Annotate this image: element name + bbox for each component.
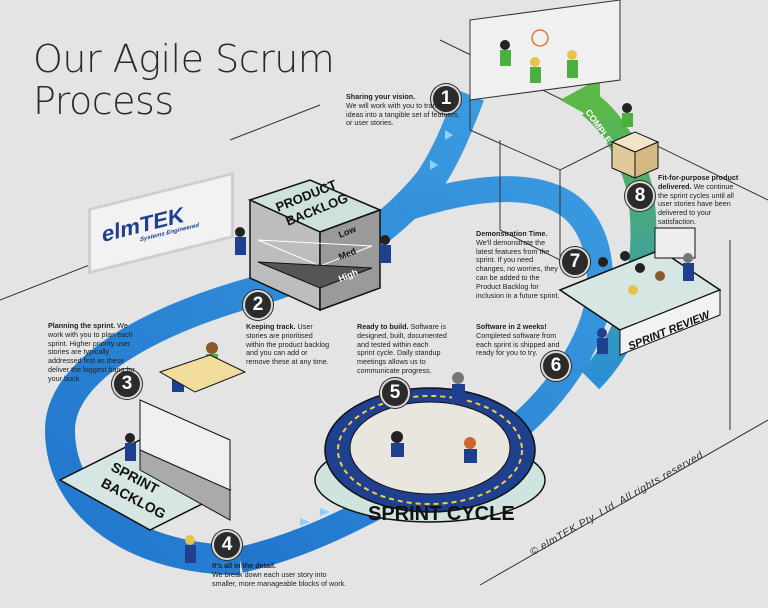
step-badge-2: 2 <box>243 290 273 320</box>
step-body-3: We work with you to plan each sprint. Hi… <box>48 321 135 383</box>
step-heading-2: Keeping track. <box>246 322 296 331</box>
person-vision-3 <box>567 50 578 78</box>
step-note-6: Software in 2 weeks! Completed software … <box>476 322 560 358</box>
person-shipper <box>597 328 608 354</box>
step-note-3: Planning the sprint. We work with you to… <box>48 321 136 384</box>
vision-room <box>469 0 621 261</box>
step-heading-8: Fit-for-purpose product delivered. <box>658 173 739 191</box>
person-backlog-2 <box>380 235 391 263</box>
complete-arrow-head <box>560 78 600 122</box>
person-celebrate <box>622 103 633 127</box>
sprint-backlog-platform <box>58 399 232 531</box>
person-vision-1 <box>500 40 511 66</box>
step-body-4: We break down each user story into small… <box>212 569 347 588</box>
page-title: Our Agile Scrum Process <box>33 37 335 123</box>
people <box>125 40 694 563</box>
planning-table <box>158 354 247 393</box>
step-heading-3: Planning the sprint. <box>48 321 116 330</box>
step-heading-6: Software in 2 weeks! <box>476 322 547 331</box>
process-path <box>44 89 484 575</box>
title-line-2: Process <box>33 79 174 123</box>
step-note-7: Demonstration Time. We'll demonstrate th… <box>476 229 562 300</box>
step-heading-5: Ready to build. <box>357 322 409 331</box>
person-dev-1 <box>391 431 404 457</box>
step-note-4: It's all in the detail. We break down ea… <box>212 561 352 588</box>
title-line-1: Our Agile Scrum <box>33 37 335 81</box>
person-sprint-backlog <box>125 433 136 461</box>
path-chevrons <box>300 130 453 526</box>
step-badge-7: 7 <box>560 247 590 277</box>
step-badge-5: 5 <box>380 378 410 408</box>
sprint-review-platform <box>558 227 722 356</box>
step-badge-4: 4 <box>212 530 242 560</box>
step-badge-3: 3 <box>112 369 142 399</box>
step-note-1: Sharing your vision. We will work with y… <box>346 92 464 128</box>
person-presenter <box>683 253 694 281</box>
step-body-1: We will work with you to transform ideas… <box>346 100 460 128</box>
step-note-5: Ready to build. Software is designed, bu… <box>357 322 447 376</box>
person-vision-2 <box>530 57 541 83</box>
step-badge-8: 8 <box>625 181 655 211</box>
step-badge-6: 6 <box>541 351 571 381</box>
person-backlog <box>235 227 246 255</box>
sprint-cycle-label: SPRINT CYCLE <box>368 503 515 525</box>
step-heading-1: Sharing your vision. <box>346 92 416 101</box>
step-badge-1: 1 <box>431 84 461 114</box>
step-heading-4: It's all in the detail. <box>212 561 277 570</box>
step-body-2: User stories are prioritised within the … <box>246 322 330 367</box>
person-detail <box>185 535 196 563</box>
step-note-8: Fit-for-purpose product delivered. We co… <box>658 173 742 227</box>
product-backlog-cube <box>247 179 383 312</box>
step-body-5: Software is designed, built, documented … <box>357 322 447 375</box>
step-body-7: We'll demonstrate the latest features fr… <box>476 237 560 300</box>
audience <box>598 251 665 295</box>
person-scrum-master <box>452 372 465 404</box>
step-body-6: Completed software from each sprint is s… <box>476 330 560 358</box>
step-heading-7: Demonstration Time. <box>476 229 548 238</box>
step-body-8: We continue the sprint cycles until all … <box>658 181 734 226</box>
step-note-2: Keeping track. User stories are prioriti… <box>246 322 332 367</box>
sprint-cycle-ring <box>314 387 546 523</box>
person-dev-2 <box>464 437 477 463</box>
delivered-box <box>610 131 660 179</box>
